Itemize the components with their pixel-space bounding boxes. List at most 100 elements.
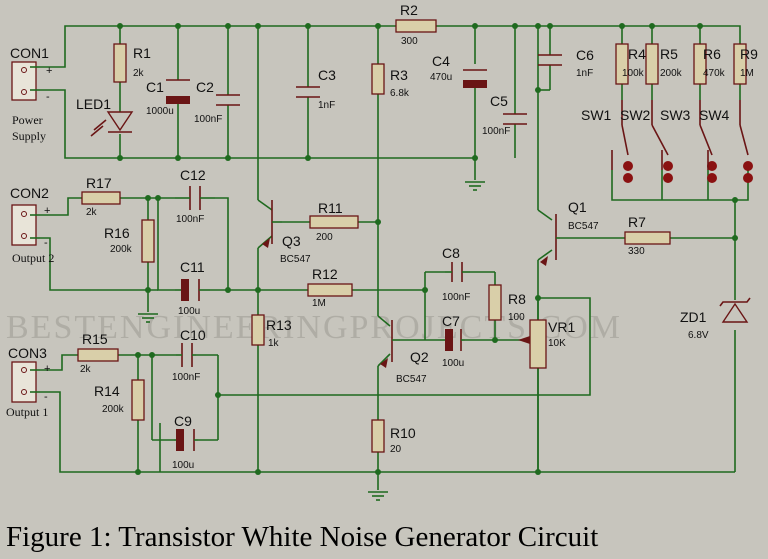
r4-resistor xyxy=(615,43,629,85)
c2-value: 100nF xyxy=(194,114,222,125)
zd1-ref: ZD1 xyxy=(680,309,707,325)
con1-caption-1: Power xyxy=(12,113,43,127)
c1-capacitor xyxy=(166,79,190,104)
sw2-ref: SW2 xyxy=(620,107,651,123)
r10-value: 20 xyxy=(390,444,402,455)
con2-connector xyxy=(11,204,40,246)
r14-ref: R14 xyxy=(94,383,120,399)
r13-resistor xyxy=(251,314,265,346)
r13-ref: R13 xyxy=(266,317,292,333)
c1-ref: C1 xyxy=(146,79,164,95)
q2-ref: Q2 xyxy=(410,349,429,365)
r3-value: 6.8k xyxy=(390,88,410,99)
r3-ref: R3 xyxy=(390,67,408,83)
c5-ref: C5 xyxy=(490,93,508,109)
r9-ref: R9 xyxy=(740,46,758,62)
r15-resistor xyxy=(77,348,119,362)
c2-capacitor xyxy=(216,94,240,106)
c9-value: 100u xyxy=(172,460,194,471)
c6-capacitor xyxy=(538,54,562,66)
r15-ref: R15 xyxy=(82,331,108,347)
q2-value: BC547 xyxy=(396,374,427,385)
r3-resistor xyxy=(371,63,385,95)
c8-ref: C8 xyxy=(442,245,460,261)
con3-plus: + xyxy=(44,363,50,375)
r14-value: 200k xyxy=(102,404,125,415)
c5-value: 100nF xyxy=(482,126,510,137)
r17-resistor xyxy=(81,191,121,205)
r2-resistor xyxy=(395,19,437,33)
ground-icon xyxy=(368,491,388,501)
sw1-ref: SW1 xyxy=(581,107,612,123)
r11-value: 200 xyxy=(316,232,333,243)
c8-value: 100nF xyxy=(442,292,470,303)
c3-ref: C3 xyxy=(318,67,336,83)
r2-ref: R2 xyxy=(400,2,418,18)
r12-value: 1M xyxy=(312,298,326,309)
q1-value: BC547 xyxy=(568,221,599,232)
figure-caption: Figure 1: Transistor White Noise Generat… xyxy=(6,521,598,553)
r4-ref: R4 xyxy=(628,46,646,62)
con2-ref: CON2 xyxy=(10,185,49,201)
con1-connector xyxy=(11,61,40,101)
zd1-zener-icon xyxy=(719,297,751,323)
r8-value: 100 xyxy=(508,312,525,323)
con1-plus: + xyxy=(46,65,52,77)
r4-value: 100k xyxy=(622,68,645,79)
r13-value: 1k xyxy=(268,338,280,349)
c9-ref: C9 xyxy=(174,413,192,429)
r14-resistor xyxy=(131,379,145,421)
r1-value: 2k xyxy=(133,68,145,79)
r16-ref: R16 xyxy=(104,225,130,241)
r12-resistor xyxy=(307,283,353,297)
r6-value: 470k xyxy=(703,68,726,79)
con1-ref: CON1 xyxy=(10,45,49,61)
con3-connector xyxy=(11,361,40,403)
c7-value: 100u xyxy=(442,358,464,369)
led1-icon xyxy=(90,111,134,137)
ground-icon xyxy=(465,181,485,191)
r12-ref: R12 xyxy=(312,266,338,282)
c2-ref: C2 xyxy=(196,79,214,95)
r7-ref: R7 xyxy=(628,214,646,230)
q3-ref: Q3 xyxy=(282,233,301,249)
sw3-switch xyxy=(699,100,717,183)
junction-dots xyxy=(117,23,738,475)
r9-value: 1M xyxy=(740,68,754,79)
c11-value: 100u xyxy=(178,306,200,317)
q2-transistor-icon xyxy=(380,320,400,368)
r8-ref: R8 xyxy=(508,291,526,307)
c1-value: 1000u xyxy=(146,106,174,117)
q3-transistor-icon xyxy=(262,200,282,248)
c10-capacitor xyxy=(176,343,196,367)
c3-capacitor xyxy=(296,86,320,98)
r11-ref: R11 xyxy=(318,200,343,216)
c8-capacitor xyxy=(445,262,470,282)
c6-ref: C6 xyxy=(576,47,594,63)
r8-resistor xyxy=(488,284,502,321)
sw4-switch xyxy=(739,100,753,183)
con3-caption: Output 1 xyxy=(6,405,48,419)
r5-ref: R5 xyxy=(660,46,678,62)
c9-capacitor xyxy=(174,429,198,451)
sw1-switch xyxy=(611,100,633,183)
led1-ref: LED1 xyxy=(76,96,111,112)
c11-capacitor xyxy=(175,279,210,301)
r1-resistor xyxy=(113,43,127,83)
r16-value: 200k xyxy=(110,244,133,255)
q3-value: BC547 xyxy=(280,254,311,265)
con3-minus: - xyxy=(44,391,48,403)
r15-value: 2k xyxy=(80,364,92,375)
r1-ref: R1 xyxy=(133,45,151,61)
r7-resistor xyxy=(624,231,671,245)
c4-value: 470u xyxy=(430,72,452,83)
sw4-ref: SW4 xyxy=(699,107,730,123)
con2-minus: - xyxy=(44,237,48,249)
c6-value: 1nF xyxy=(576,68,593,79)
vr1-potentiometer xyxy=(529,319,547,369)
r6-resistor xyxy=(693,43,707,85)
con3-ref: CON3 xyxy=(8,345,47,361)
c3-value: 1nF xyxy=(318,100,335,111)
con2-caption: Output 2 xyxy=(12,251,54,265)
